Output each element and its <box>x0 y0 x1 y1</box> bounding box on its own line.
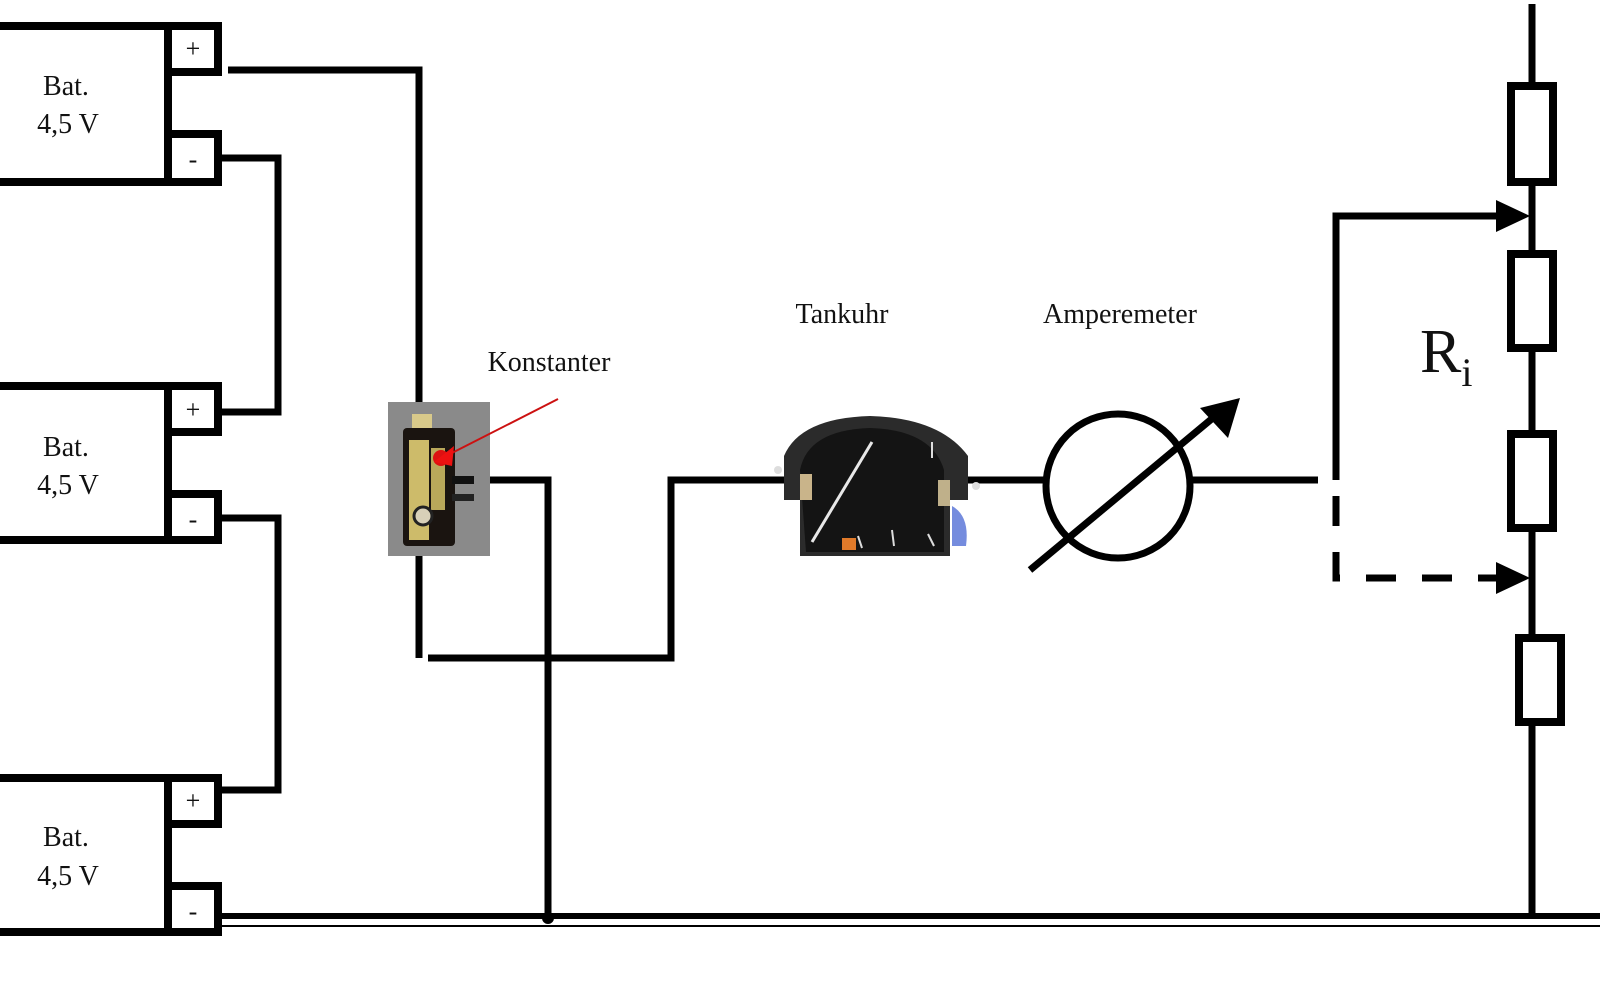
resistor-1 <box>1507 82 1557 186</box>
internal-resistance-symbol: R <box>1420 318 1462 386</box>
battery-2-minus-label: - <box>189 505 198 534</box>
wires <box>222 4 1536 918</box>
battery-2-name: Bat. <box>43 432 89 463</box>
battery-3-minus-terminal <box>164 882 222 936</box>
regulator-screw <box>412 505 434 527</box>
wire-bat1-plus-to-regulator <box>228 66 423 420</box>
fuel-gauge-terminal-left <box>800 474 812 500</box>
battery-3-plus-terminal <box>164 774 222 828</box>
battery-2-minus-terminal <box>164 490 222 544</box>
fuel-gauge-terminal-right <box>938 480 950 506</box>
fuel-gauge <box>774 416 980 556</box>
battery-3-plus-label: + <box>186 786 201 815</box>
wire-wiper-dashed <box>1332 496 1496 582</box>
battery-2-plus-label: + <box>186 395 201 424</box>
battery-3-voltage: 4,5 V <box>37 861 99 892</box>
ground-bus <box>218 912 1600 927</box>
internal-resistance-subscript: i <box>1461 350 1472 395</box>
battery-2-plus-terminal <box>164 382 222 436</box>
resistor-chain <box>1496 82 1565 726</box>
wiper-arrowhead-dashed <box>1496 562 1530 594</box>
wire-bat1-minus-to-bat2-plus <box>222 154 282 416</box>
wire-regulator-ground <box>470 476 552 918</box>
fuel-gauge-tick-3 <box>927 533 935 547</box>
battery-3-minus-label: - <box>189 897 198 926</box>
resistor-2 <box>1507 250 1557 352</box>
wire-wiper-solid <box>1332 212 1496 480</box>
ammeter-label: Amperemeter <box>1043 299 1198 330</box>
fuel-gauge-tick-2 <box>891 529 895 547</box>
ammeter-circle <box>1042 410 1194 562</box>
regulator-label: Konstanter <box>488 347 612 378</box>
battery-1-plus-terminal <box>164 22 222 76</box>
fuel-gauge-face <box>800 428 944 552</box>
fuel-gauge-needle <box>810 441 874 543</box>
resistor-4 <box>1515 634 1565 726</box>
ammeter <box>1027 398 1240 573</box>
wire-to-fuel-gauge <box>428 476 784 662</box>
fuel-gauge-glare <box>952 506 967 546</box>
fuel-gauge-mount-right <box>972 482 980 490</box>
battery-1-name: Bat. <box>43 71 89 102</box>
regulator-pointer-line <box>445 398 559 457</box>
battery-1-minus-terminal <box>164 130 222 186</box>
regulator <box>388 398 559 556</box>
resistor-3 <box>1507 430 1557 532</box>
battery-3: + - Bat. 4,5 V <box>0 774 222 936</box>
regulator-pin <box>452 476 474 484</box>
fuel-gauge-mount-left <box>774 466 782 474</box>
battery-1-minus-label: - <box>189 145 198 174</box>
wiper-arrowhead-solid <box>1496 200 1530 232</box>
ground-junction-dot <box>542 912 554 924</box>
fuel-gauge-label: Tankuhr <box>796 299 890 330</box>
regulator-tab <box>412 414 432 430</box>
battery-2-voltage: 4,5 V <box>37 470 99 501</box>
battery-1-voltage: 4,5 V <box>37 109 99 140</box>
fuel-gauge-tick-1 <box>857 535 863 549</box>
regulator-pointer-arrowhead <box>434 446 454 466</box>
battery-2: + - Bat. 4,5 V <box>0 382 222 544</box>
ammeter-arrow-shaft <box>1027 409 1223 573</box>
battery-1: + - Bat. 4,5 V <box>0 22 222 186</box>
regulator-pin-2 <box>452 494 474 501</box>
wire-bat2-minus-to-bat3-plus <box>222 514 282 794</box>
battery-1-body <box>0 22 172 186</box>
battery-1-plus-label: + <box>186 34 201 63</box>
internal-resistance-label: Ri <box>1420 318 1472 395</box>
fuel-gauge-reserve-lamp <box>842 538 856 550</box>
ammeter-arrowhead <box>1200 398 1240 438</box>
battery-3-name: Bat. <box>43 822 89 853</box>
battery-2-body <box>0 382 172 544</box>
battery-3-body <box>0 774 172 936</box>
